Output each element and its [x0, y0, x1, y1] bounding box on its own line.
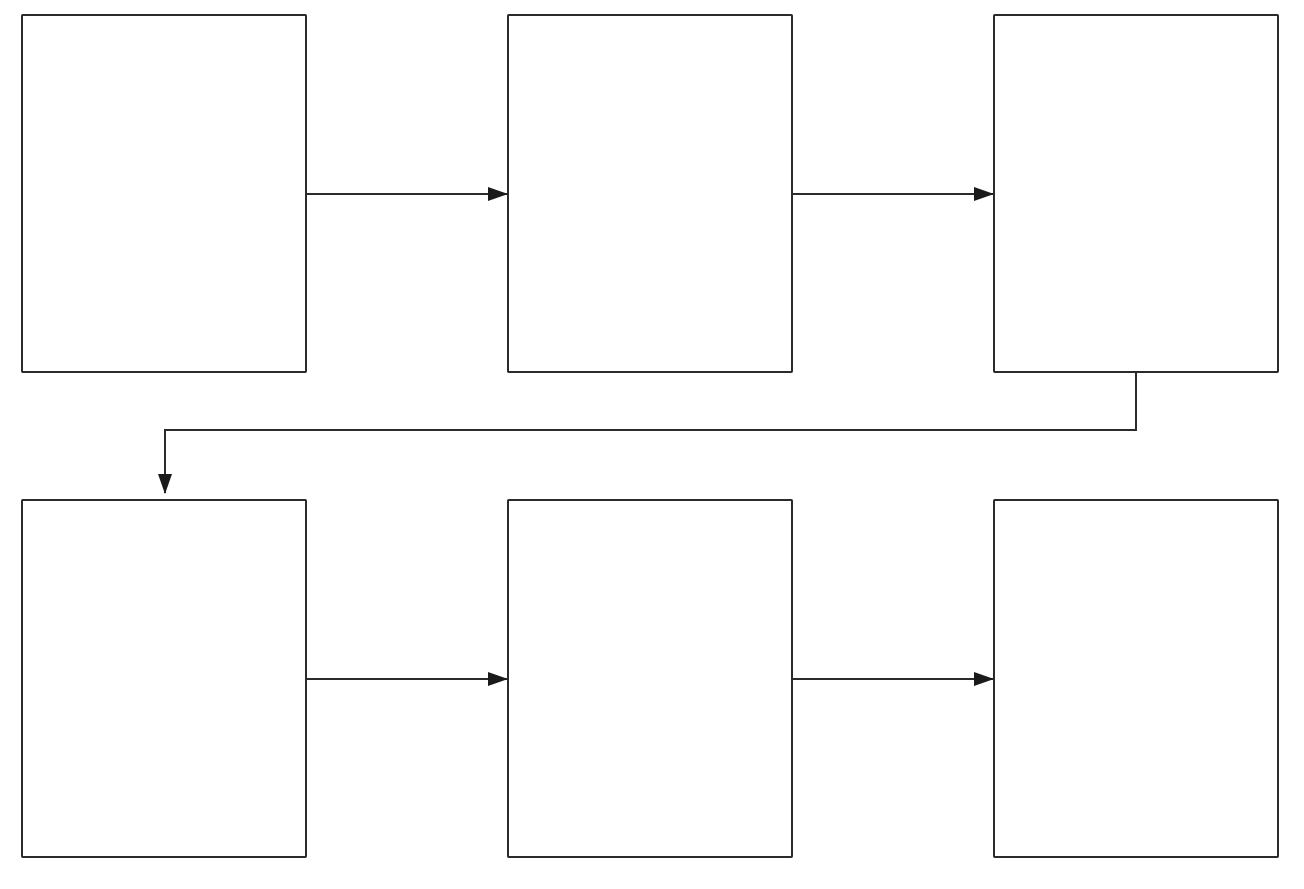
process-box-1-label — [156, 186, 172, 202]
process-box-6[interactable] — [993, 499, 1279, 858]
process-box-3[interactable] — [993, 14, 1279, 373]
arrow-step-3-to-step-4 — [158, 373, 1137, 494]
process-box-5-label — [642, 671, 658, 687]
process-box-6-label — [1128, 671, 1144, 687]
process-box-4-label — [156, 671, 172, 687]
process-box-5[interactable] — [507, 499, 793, 858]
process-box-4[interactable] — [21, 499, 307, 858]
process-box-2[interactable] — [507, 14, 793, 373]
process-box-3-label — [1128, 186, 1144, 202]
process-box-1[interactable] — [21, 14, 307, 373]
process-box-2-label — [642, 186, 658, 202]
